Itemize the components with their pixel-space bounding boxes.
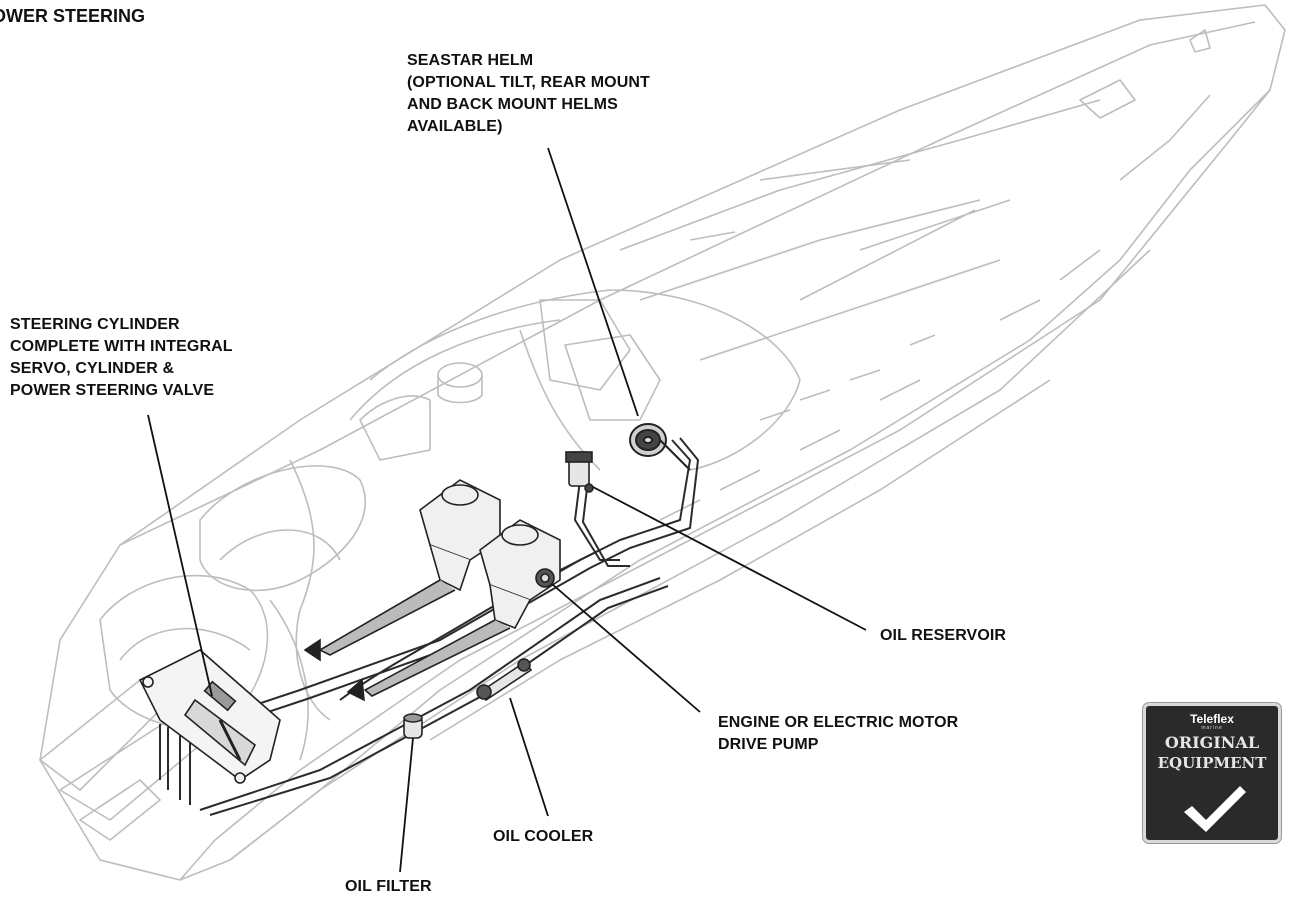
diagram-title: OWER STEERING (0, 6, 146, 26)
label-seastar-helm: SEASTAR HELM (OPTIONAL TILT, REAR MOUNT … (407, 50, 650, 138)
label-oil-reservoir: OIL RESERVOIR (880, 625, 1006, 647)
label-line: DRIVE PUMP (718, 736, 819, 753)
label-line: OIL RESERVOIR (880, 627, 1007, 644)
label-line: STEERING CYLINDER (10, 316, 180, 333)
label-line: ENGINE OR ELECTRIC MOTOR (718, 714, 959, 731)
leader-pump (551, 583, 701, 713)
label-line: AVAILABLE) (407, 118, 503, 135)
drive-pump (535, 568, 555, 588)
label-line: OIL COOLER (493, 828, 594, 845)
engine-1 (303, 479, 501, 662)
label-line: SERVO, CYLINDER & (10, 360, 175, 377)
leader-filter (399, 737, 414, 873)
steering-cylinder (138, 649, 281, 784)
leader-cooler (509, 697, 549, 817)
leader-helm (547, 147, 639, 417)
label-line: SEASTAR HELM (407, 52, 534, 69)
badge-brand: Teleflex (1190, 712, 1234, 726)
leader-lines (147, 147, 867, 873)
oil-reservoir-part (565, 451, 594, 493)
label-line: COMPLETE WITH INTEGRAL (10, 338, 233, 355)
oil-filter-part (403, 713, 423, 739)
leader-reservoir (592, 486, 867, 631)
badge-line-equipment: EQUIPMENT (1157, 754, 1267, 772)
label-steering-cylinder: STEERING CYLINDER COMPLETE WITH INTEGRAL… (10, 314, 233, 402)
label-line: (OPTIONAL TILT, REAR MOUNT (407, 74, 650, 91)
label-line: OIL FILTER (345, 878, 432, 895)
label-drive-pump: ENGINE OR ELECTRIC MOTOR DRIVE PUMP (718, 712, 958, 756)
badge-brand-sub: marine (1201, 725, 1223, 731)
original-equipment-badge: Teleflex marine ORIGINAL EQUIPMENT (1143, 703, 1281, 843)
badge-line-original: ORIGINAL (1164, 733, 1260, 752)
helm-wheel (629, 423, 691, 471)
label-oil-filter: OIL FILTER (345, 876, 432, 898)
oil-cooler-part (476, 658, 533, 702)
label-line: AND BACK MOUNT HELMS (407, 96, 618, 113)
label-line: POWER STEERING VALVE (10, 382, 215, 399)
leader-cylinder (147, 414, 213, 697)
checkmark-icon (1184, 786, 1246, 832)
label-oil-cooler: OIL COOLER (493, 826, 593, 848)
